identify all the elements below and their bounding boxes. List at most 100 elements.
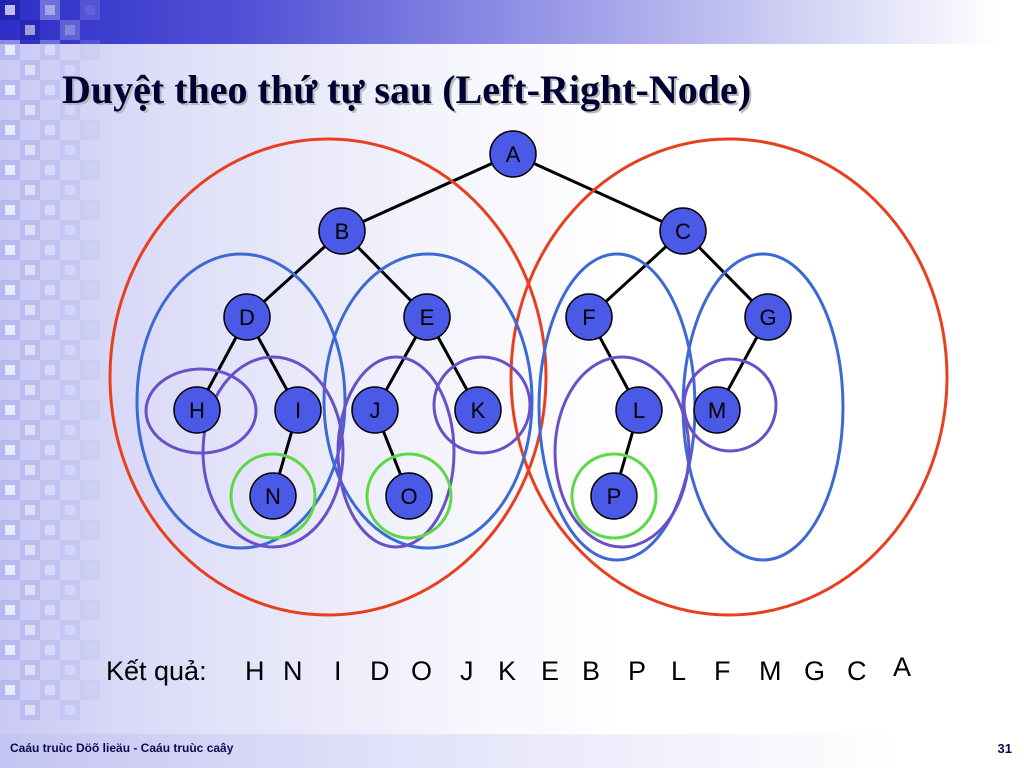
checker-square-inner: [85, 565, 95, 575]
node-circle: [403, 293, 451, 341]
node-label: L: [633, 398, 645, 423]
checker-square: [60, 340, 80, 360]
result-item: C: [847, 656, 867, 686]
checker-square-inner: [5, 645, 15, 655]
checker-square-inner: [5, 365, 15, 375]
checker-square: [60, 300, 80, 320]
checker-square: [80, 200, 100, 220]
checker-square-inner: [5, 405, 15, 415]
checker-square: [60, 180, 80, 200]
checker-square: [40, 480, 60, 500]
checker-square: [40, 0, 60, 20]
checker-square-inner: [85, 485, 95, 495]
edge-a-c: [512, 152, 684, 233]
result-item: E: [541, 656, 560, 686]
result-item: A: [893, 652, 912, 682]
result-item: L: [671, 656, 687, 686]
checker-square-inner: [85, 685, 95, 695]
checker-square-inner: [65, 345, 75, 355]
result-item: F: [714, 656, 731, 686]
checker-square-inner: [25, 305, 35, 315]
checker-square-inner: [25, 25, 35, 35]
tree-node-a: A: [489, 130, 537, 178]
node-circle: [489, 130, 537, 178]
checker-square: [40, 120, 60, 140]
checker-square-inner: [45, 125, 55, 135]
checker-square-inner: [5, 565, 15, 575]
checker-square-inner: [45, 525, 55, 535]
checker-square: [80, 680, 100, 700]
checker-square: [40, 680, 60, 700]
node-label: A: [506, 142, 521, 167]
top-decorative-bar: [0, 0, 1024, 44]
checker-square-inner: [65, 665, 75, 675]
checker-square-inner: [25, 705, 35, 715]
result-item: D: [370, 656, 390, 686]
checker-square-inner: [45, 45, 55, 55]
node-label: F: [582, 305, 595, 330]
result-item: O: [411, 656, 433, 686]
checker-square-inner: [45, 5, 55, 15]
checker-square: [60, 100, 80, 120]
checker-square: [60, 580, 80, 600]
tree-node-l: L: [615, 386, 663, 434]
checker-square-inner: [45, 85, 55, 95]
checker-square-inner: [45, 285, 55, 295]
node-label: N: [265, 484, 281, 509]
checker-square: [60, 540, 80, 560]
checker-square-inner: [25, 145, 35, 155]
tree-node-j: J: [351, 386, 399, 434]
checker-square-inner: [45, 685, 55, 695]
checker-square-inner: [85, 605, 95, 615]
checker-square: [80, 400, 100, 420]
checker-square-inner: [5, 685, 15, 695]
result-item: K: [498, 656, 517, 686]
checker-square: [80, 560, 100, 580]
checker-square: [40, 600, 60, 620]
checker-square: [80, 520, 100, 540]
checker-square: [80, 360, 100, 380]
result-item: B: [582, 656, 601, 686]
checker-square-inner: [85, 365, 95, 375]
checker-square-inner: [65, 625, 75, 635]
result-item: M: [759, 656, 782, 686]
checker-square: [40, 320, 60, 340]
footer-text: Caáu truùc Döõ lieäu - Caáu truùc caây: [10, 741, 234, 755]
node-circle: [318, 207, 366, 255]
checker-square: [60, 500, 80, 520]
node-label: P: [607, 484, 622, 509]
checker-square-inner: [5, 445, 15, 455]
checker-square: [40, 200, 60, 220]
checker-square: [60, 700, 80, 720]
result-item: J: [460, 656, 474, 686]
tree-node-f: F: [565, 293, 613, 341]
checker-square-inner: [45, 245, 55, 255]
checker-square-inner: [65, 585, 75, 595]
checker-square: [80, 640, 100, 660]
footer-bar: [0, 734, 1024, 768]
checker-square: [40, 160, 60, 180]
subtree-group-d: [135, 252, 347, 550]
node-circle: [565, 293, 613, 341]
checker-square: [60, 660, 80, 680]
checker-square-inner: [65, 65, 75, 75]
subtree-group-k: [432, 355, 532, 455]
checker-square-inner: [85, 285, 95, 295]
checker-square-inner: [25, 505, 35, 515]
checker-square: [80, 40, 100, 60]
node-circle: [249, 472, 297, 520]
checker-square: [40, 240, 60, 260]
subtree-group-n: [229, 452, 317, 540]
tree-node-h: H: [173, 386, 221, 434]
checker-square-inner: [5, 525, 15, 535]
checker-square: [40, 80, 60, 100]
slide-title: Duyệt theo thứ tự sau (Left-Right-Node): [62, 67, 752, 112]
checker-square: [60, 380, 80, 400]
checker-square-inner: [45, 565, 55, 575]
checker-square: [60, 60, 80, 80]
node-label: I: [295, 398, 301, 423]
checker-square: [40, 520, 60, 540]
checker-square-inner: [65, 385, 75, 395]
checker-square-inner: [25, 425, 35, 435]
